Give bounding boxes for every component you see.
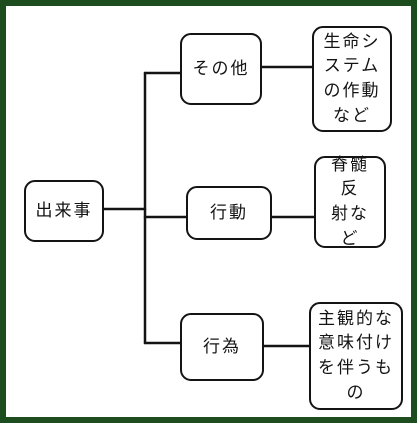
detail-line: 脊髄反 bbox=[331, 154, 369, 200]
root-node: 出来事 bbox=[24, 180, 104, 242]
detail-line: の bbox=[346, 382, 366, 403]
diagram-canvas: 出来事 その他 生命シ ステム の作動 など 行動 脊髄反 射など 行為 主観的… bbox=[6, 6, 411, 417]
branch-node-label: 行為 bbox=[203, 336, 241, 357]
detail-line: 射など bbox=[331, 204, 369, 249]
detail-line: の作動 bbox=[323, 81, 381, 101]
detail-line: 意味付け bbox=[318, 333, 394, 354]
detail-node-other: 生命シ ステム の作動 など bbox=[312, 26, 392, 132]
detail-node-action: 主観的な 意味付け を伴うも の bbox=[309, 302, 403, 410]
detail-line: ステム bbox=[323, 56, 381, 77]
branch-node-label: その他 bbox=[192, 58, 250, 79]
branch-node-behavior: 行動 bbox=[186, 186, 272, 240]
detail-line: を伴うも bbox=[318, 358, 394, 378]
branch-node-label: 行動 bbox=[210, 202, 248, 223]
branch-node-other: その他 bbox=[180, 33, 262, 105]
branch-node-action: 行為 bbox=[180, 313, 264, 381]
detail-node-behavior: 脊髄反 射など bbox=[314, 154, 386, 249]
connector-lines bbox=[102, 65, 316, 348]
root-node-label: 出来事 bbox=[35, 200, 93, 221]
detail-line: など bbox=[333, 105, 371, 126]
detail-line: 主観的な bbox=[318, 308, 394, 329]
detail-line: 生命シ bbox=[323, 31, 381, 52]
